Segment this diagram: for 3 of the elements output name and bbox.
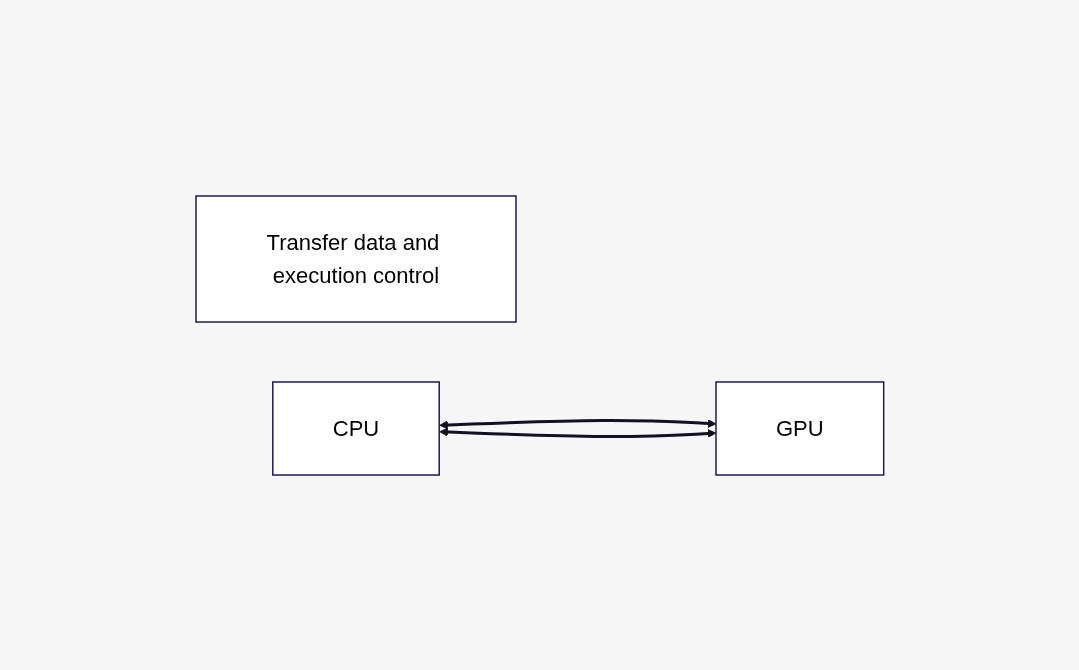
node-box: CPU: [271, 380, 440, 476]
node-box: GPU: [714, 380, 885, 476]
node-box: Transfer data and execution control: [194, 194, 517, 323]
